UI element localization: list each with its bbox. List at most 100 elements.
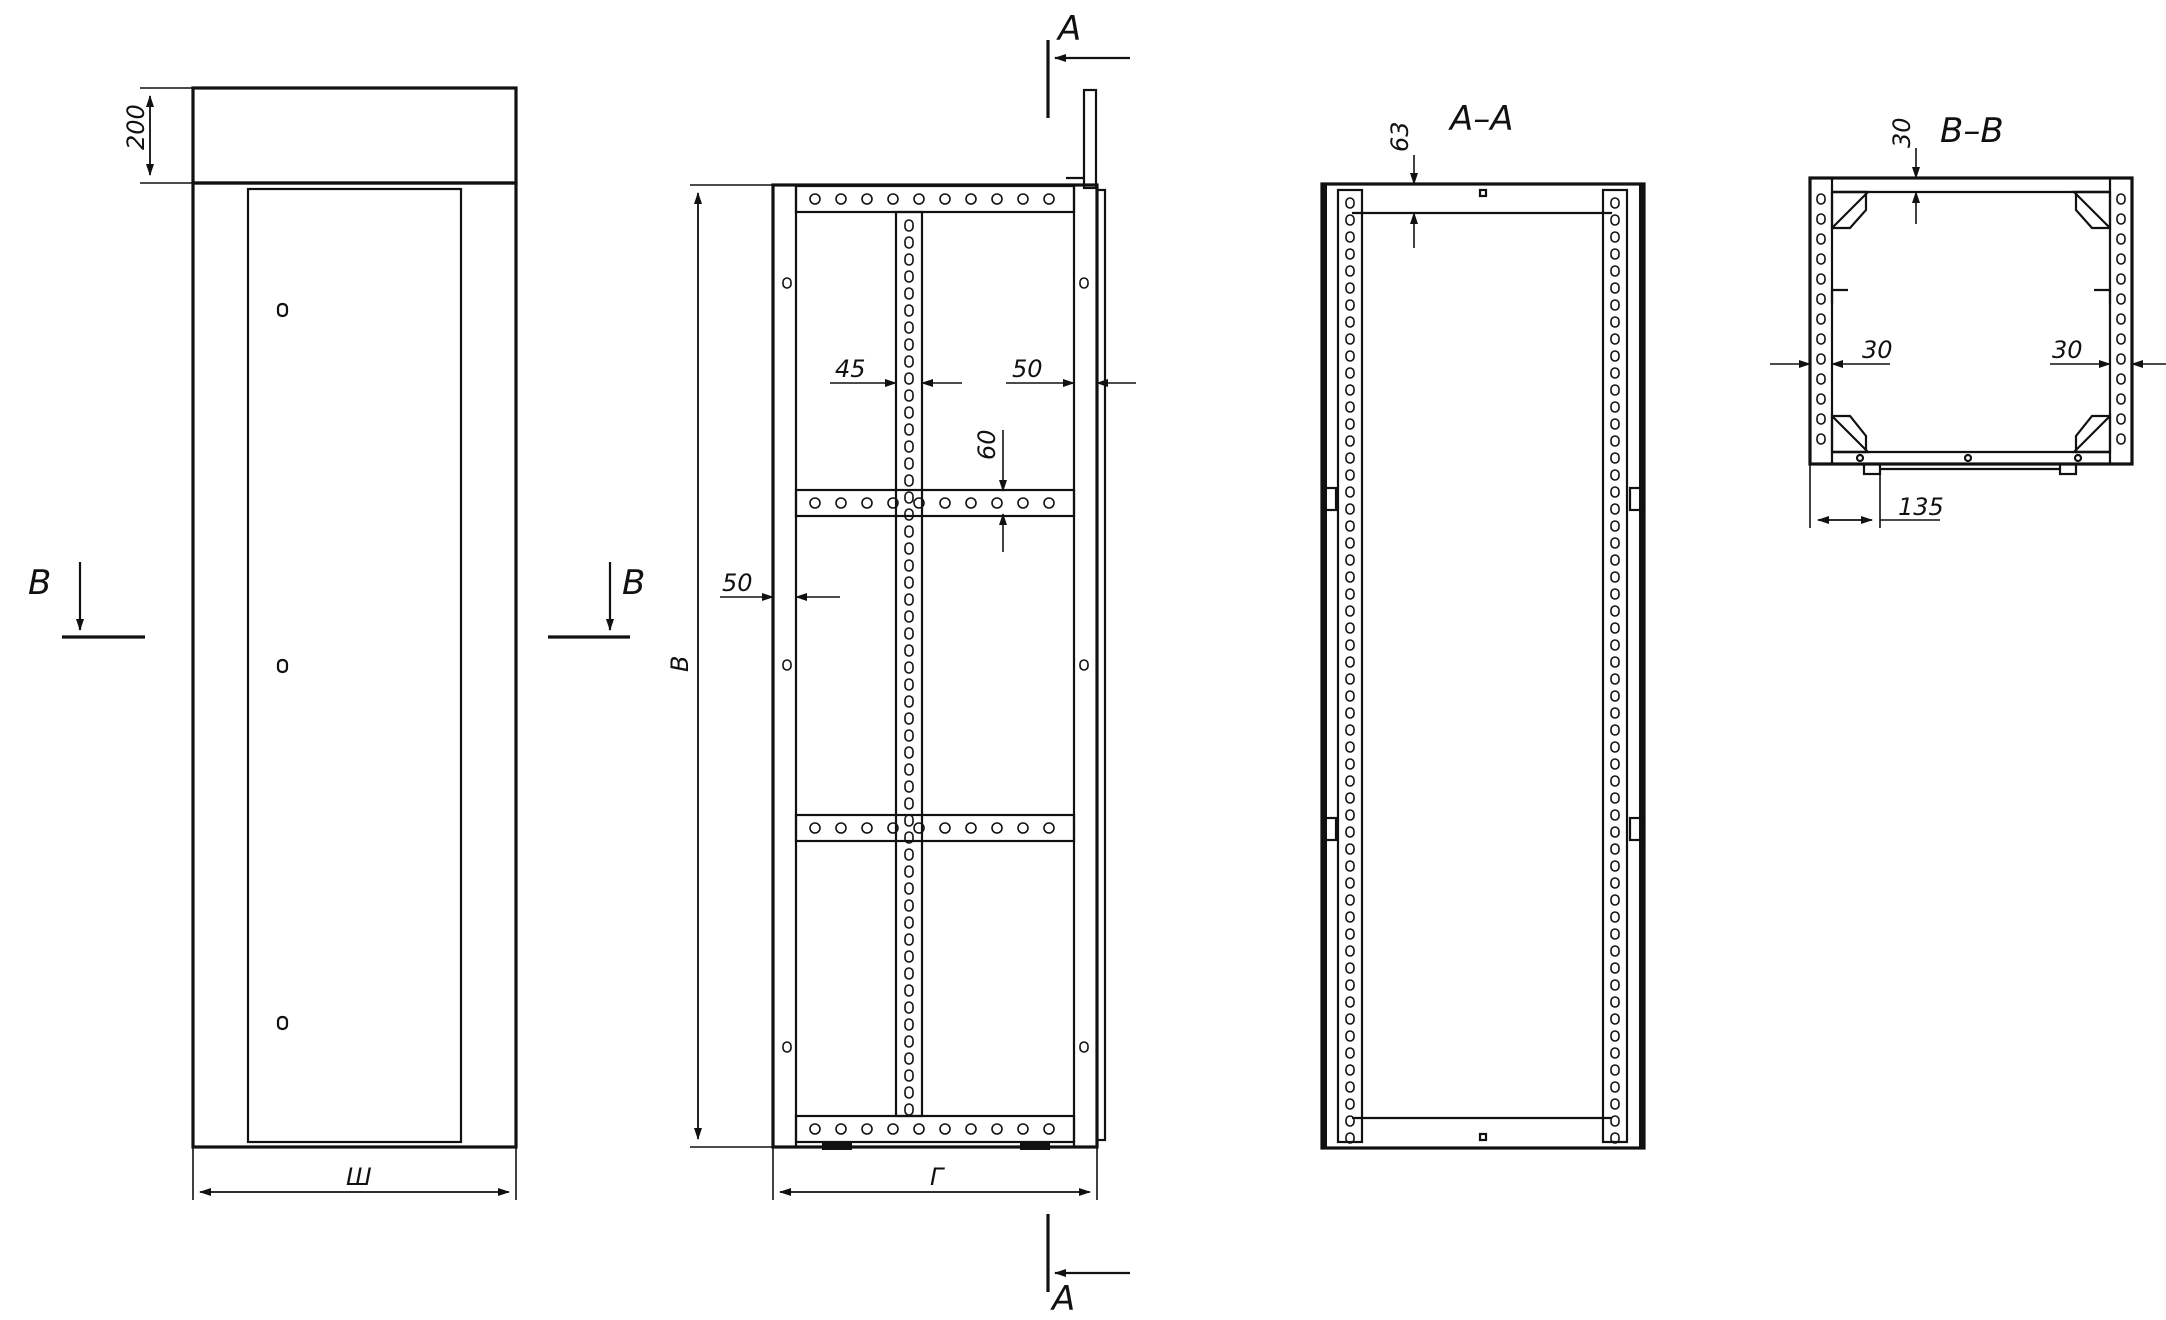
rail-hole (904, 423, 914, 436)
rail-hole (904, 321, 914, 334)
side-frame (771, 183, 1099, 1149)
rail-hole (1345, 452, 1355, 464)
rail-hole (904, 1035, 914, 1048)
rail-hole (2116, 213, 2126, 225)
rail-hole (1610, 894, 1620, 906)
rail-hole (1610, 316, 1620, 328)
rail-hole (1610, 520, 1620, 532)
rail-hole (1610, 1013, 1620, 1025)
foot-left (822, 1143, 852, 1150)
rail-hole (861, 822, 873, 834)
rail-hole (904, 304, 914, 317)
rail-hole (1610, 911, 1620, 923)
horizontal-rail (794, 1114, 1076, 1144)
rail-hole (1345, 214, 1355, 226)
rail-hole (913, 1123, 925, 1135)
rail-hole (1345, 605, 1355, 617)
frame-hole (1079, 1041, 1089, 1053)
rail-hole (2116, 253, 2126, 265)
rail-hole (1345, 911, 1355, 923)
rail-hole (1816, 233, 1826, 245)
rail-hole (1345, 503, 1355, 515)
rail-hole (1345, 894, 1355, 906)
dim-30-top: 30 (1888, 117, 1916, 148)
rail-hole (1610, 435, 1620, 447)
rail-hole (1610, 231, 1620, 243)
rail-hole (1610, 1030, 1620, 1042)
rail-hole (1610, 588, 1620, 600)
rail-hole (1043, 193, 1055, 205)
rail-hole (1345, 537, 1355, 549)
rail-hole (1610, 979, 1620, 991)
rail-hole (861, 1123, 873, 1135)
rail-hole (861, 497, 873, 509)
rail-hole (1345, 469, 1355, 481)
rail-hole (904, 253, 914, 266)
section-a-label-bottom: А (1050, 1279, 1075, 1319)
rail-hole (904, 746, 914, 759)
rail-hole (904, 865, 914, 878)
rail-hole (1610, 707, 1620, 719)
rail-hole (887, 1123, 899, 1135)
rail-hole (1610, 537, 1620, 549)
rail-hole (965, 822, 977, 834)
rail-hole (1610, 656, 1620, 668)
rail-hole (1345, 979, 1355, 991)
rail-hole (1345, 724, 1355, 736)
rail-hole (1345, 197, 1355, 209)
rail-hole (904, 338, 914, 351)
rail-hole (861, 193, 873, 205)
rail-hole (1345, 826, 1355, 838)
rail-hole (939, 822, 951, 834)
rail-hole (904, 627, 914, 640)
frame-hole (1079, 277, 1089, 289)
section-a-label-top: А (1056, 9, 1081, 49)
rail-hole (904, 1103, 914, 1116)
door-lock-top (276, 302, 289, 318)
rail-hole (1345, 571, 1355, 583)
rail-hole (1610, 248, 1620, 260)
rail-hole (904, 542, 914, 555)
rail-hole (1345, 367, 1355, 379)
rail-hole (1345, 486, 1355, 498)
rail-hole (991, 497, 1003, 509)
section-b-label-left: В (28, 563, 51, 603)
rail-hole (1610, 1064, 1620, 1076)
rail-hole (1345, 1047, 1355, 1059)
rail-hole (1345, 860, 1355, 872)
rail-hole (1017, 497, 1029, 509)
front-door (246, 187, 463, 1144)
dim-135: 135 (1898, 493, 1944, 521)
rail-hole (904, 763, 914, 776)
dim-63: 63 (1386, 121, 1414, 152)
rail-hole (1610, 860, 1620, 872)
rear-bracket (1082, 88, 1098, 190)
section-bb: В–В 30 30 30 (1770, 111, 2166, 528)
front-view: 200 Ш (122, 86, 518, 1200)
rail-hole (1610, 758, 1620, 770)
rail-hole (904, 219, 914, 232)
rail-hole (1610, 877, 1620, 889)
rail-hole (965, 1123, 977, 1135)
rail-hole (1610, 384, 1620, 396)
rail-hole (1345, 299, 1355, 311)
width-label: Ш (346, 1163, 372, 1191)
rail-hole (2116, 393, 2126, 405)
depth-label: Г (930, 1163, 945, 1191)
rail-hole (1610, 333, 1620, 345)
rail-hole (1345, 775, 1355, 787)
rail-hole (1816, 193, 1826, 205)
rail-hole (1345, 945, 1355, 957)
rail-hole (1345, 350, 1355, 362)
rail-hole (1345, 520, 1355, 532)
rail-hole (904, 780, 914, 793)
door-lock-middle (276, 658, 289, 674)
rail-hole (1610, 928, 1620, 940)
rail-hole (904, 899, 914, 912)
rail-hole (1816, 413, 1826, 425)
rail-hole (1017, 193, 1029, 205)
rail-hole (904, 1018, 914, 1031)
rail-hole (1345, 1098, 1355, 1110)
rail-hole (1610, 775, 1620, 787)
rail-hole (1610, 401, 1620, 413)
